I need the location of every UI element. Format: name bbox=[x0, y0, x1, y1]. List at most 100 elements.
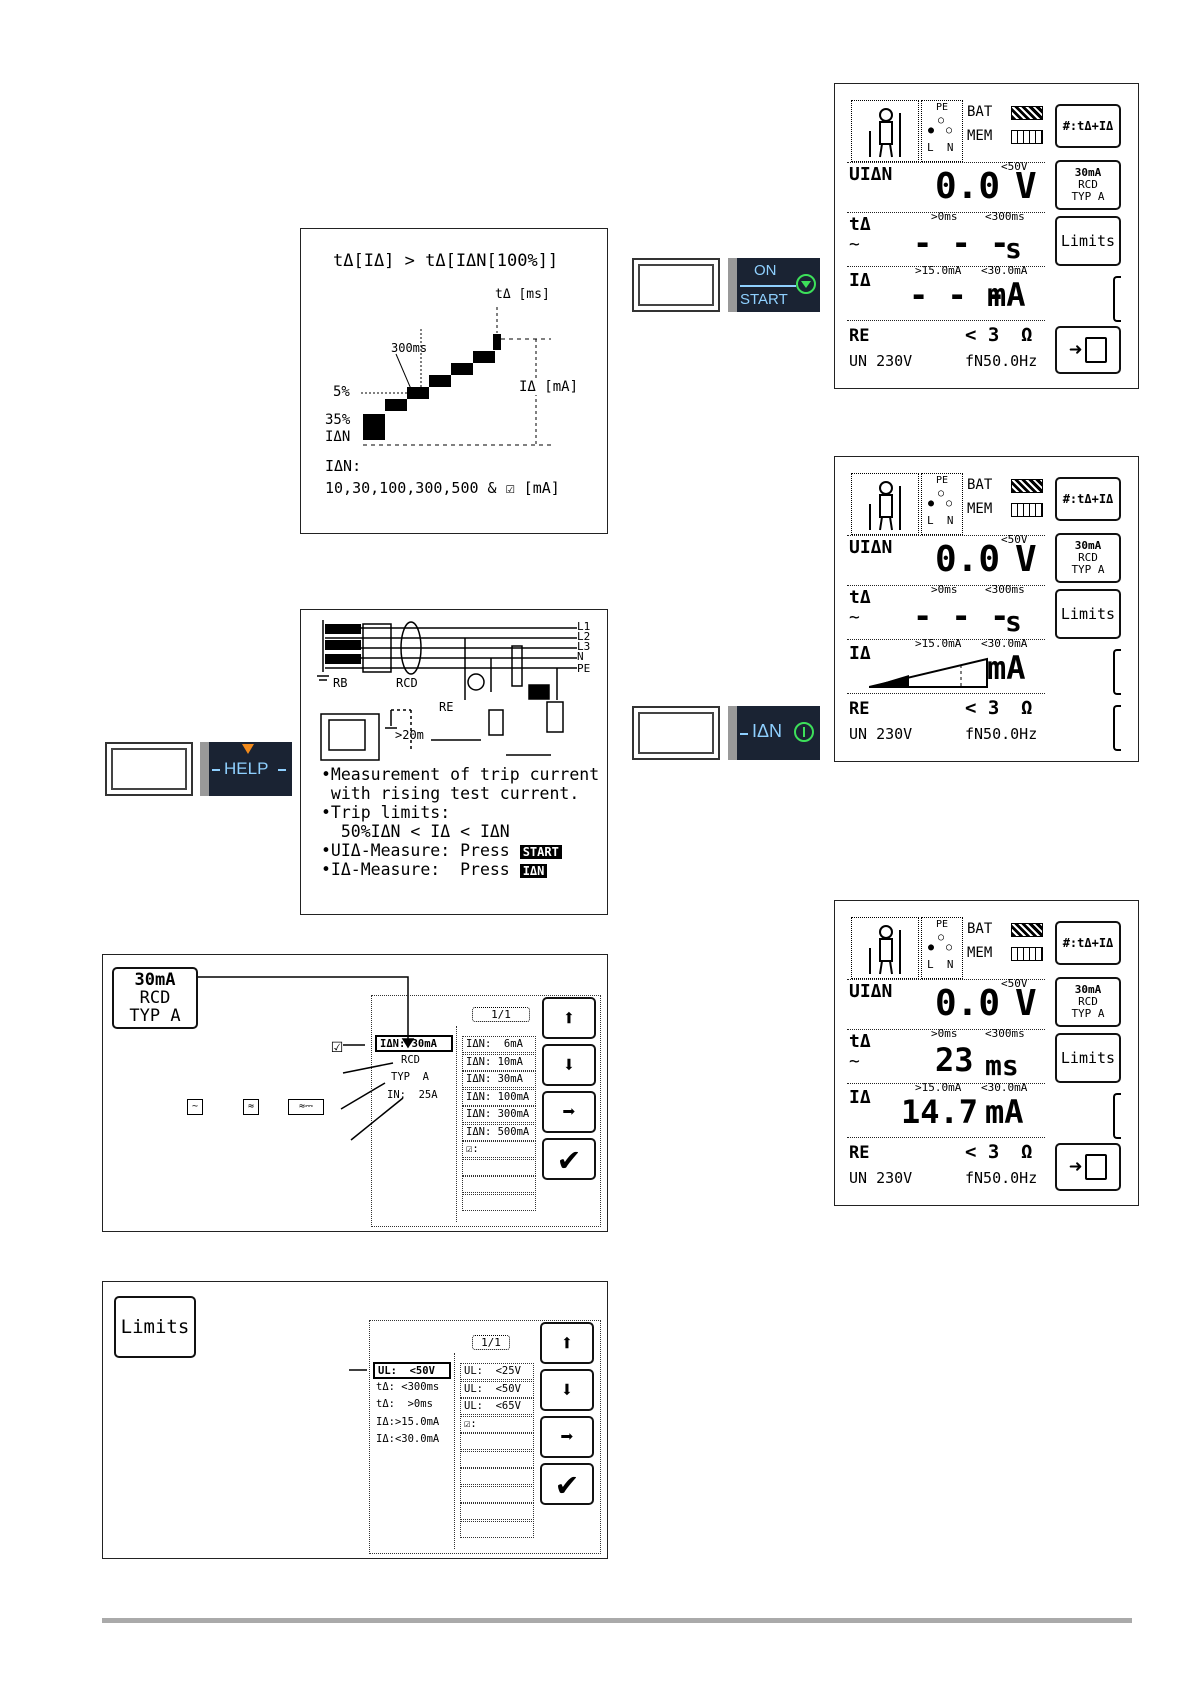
option-list-item[interactable] bbox=[460, 1433, 534, 1450]
rcd-left-item[interactable]: TYP A bbox=[391, 1071, 429, 1083]
start-hardware-key[interactable] bbox=[632, 258, 720, 312]
rcd-softkey[interactable]: 30mA RCD TYP A bbox=[1055, 160, 1121, 210]
ia-limit-min: >15.0mA bbox=[915, 264, 962, 277]
uian-label: UIΔN bbox=[849, 164, 893, 185]
uian-limit: <50V bbox=[1001, 160, 1028, 173]
person-icon-box bbox=[851, 917, 919, 979]
option-list-item[interactable]: IΔN: 10mA bbox=[462, 1053, 536, 1071]
option-list-item[interactable] bbox=[462, 1158, 536, 1176]
mem-label: MEM bbox=[967, 128, 993, 144]
current-unit: mA bbox=[985, 1093, 1024, 1131]
rcd-softkey-line1: 30mA bbox=[1074, 166, 1102, 179]
option-list-item[interactable] bbox=[460, 1468, 534, 1485]
option-list-item[interactable] bbox=[460, 1485, 534, 1503]
limits-left-item[interactable]: IΔ:<30.0mA bbox=[376, 1433, 440, 1445]
pe-label: PE bbox=[936, 919, 949, 930]
option-list-item[interactable] bbox=[462, 1176, 536, 1193]
disk-icon bbox=[1085, 1154, 1108, 1180]
limits-left-item[interactable]: tΔ: <300ms bbox=[376, 1381, 440, 1393]
person-icon bbox=[869, 108, 901, 158]
re-label: RE bbox=[849, 699, 870, 719]
option-list-item[interactable]: IΔN: 500mA bbox=[462, 1123, 536, 1141]
limits-softkey[interactable]: Limits bbox=[1055, 1033, 1121, 1083]
ta-ia-softkey[interactable]: #:tΔ+IΔ bbox=[1055, 104, 1121, 148]
limits-softkey[interactable]: Limits bbox=[1055, 589, 1121, 639]
limits-connector bbox=[349, 1369, 367, 1371]
rcd-softkey[interactable]: 30mA RCD TYP A bbox=[1055, 533, 1121, 583]
option-list-item[interactable] bbox=[462, 1193, 536, 1211]
help-line-3: •Trip limits: bbox=[321, 803, 451, 822]
trip-current-diagram: tΔ[IΔ] > tΔ[IΔN[100%]] tΔ [ms] 300ms 5% … bbox=[300, 228, 608, 534]
help-line-1: •Measurement of trip current bbox=[321, 765, 600, 784]
circuit-diagram bbox=[317, 620, 577, 761]
bat-label: BAT bbox=[967, 104, 993, 120]
label-pe: PE bbox=[577, 662, 591, 675]
label-5-percent: 5% bbox=[333, 384, 350, 400]
person-icon bbox=[869, 481, 901, 531]
save-softkey[interactable]: ➜ bbox=[1055, 1143, 1121, 1191]
down-button[interactable]: ⬇ bbox=[542, 1044, 596, 1086]
option-list-item[interactable]: ☑: bbox=[462, 1141, 536, 1158]
ia-ma-label: IΔ [mA] bbox=[519, 379, 579, 395]
device-display-idle: PE ○ ● ○ L N BAT MEM #:tΔ+IΔ UIΔN <50V 0… bbox=[834, 83, 1139, 389]
option-list-item[interactable]: UL: <65V bbox=[460, 1398, 534, 1415]
option-list-item[interactable]: IΔN: 100mA bbox=[462, 1088, 536, 1106]
limits-softkey[interactable]: Limits bbox=[1055, 216, 1121, 266]
fn-label: fN50.0Hz bbox=[965, 1169, 1038, 1187]
mem-label: MEM bbox=[967, 945, 993, 961]
re-value: < 3 bbox=[965, 697, 1000, 719]
diagram-formula: tΔ[IΔ] > tΔ[IΔN[100%]] bbox=[333, 251, 559, 271]
help-key-text: HELP bbox=[224, 759, 269, 778]
ian-key-text: IΔN bbox=[752, 721, 783, 741]
option-list-item[interactable]: ☑: bbox=[460, 1415, 534, 1433]
rcd-left-item[interactable]: IΔN: 30mA bbox=[375, 1035, 453, 1052]
ta-ia-softkey[interactable]: #:tΔ+IΔ bbox=[1055, 477, 1121, 521]
ian-values-label: IΔN: bbox=[325, 457, 362, 475]
voltage-unit: V bbox=[1015, 539, 1037, 580]
limits-left-item[interactable]: IΔ:>15.0mA bbox=[376, 1416, 440, 1428]
save-softkey[interactable]: ➜ bbox=[1055, 326, 1121, 374]
help-screen: L1 L2 L3 N PE RB RCD RE >20m •Measuremen… bbox=[300, 609, 608, 915]
limits-left-item[interactable]: tΔ: >0ms bbox=[376, 1398, 433, 1410]
check-icon: ✔ bbox=[558, 1139, 580, 1179]
confirm-button[interactable]: ✔ bbox=[542, 1138, 596, 1180]
ln-label: L N bbox=[927, 958, 954, 971]
pe-label: PE bbox=[936, 102, 949, 113]
memory-bar-icon bbox=[1011, 130, 1043, 144]
un-label: UN 230V bbox=[849, 1169, 913, 1187]
ian-hardware-key[interactable] bbox=[632, 706, 720, 760]
ta-limit-max: <300ms bbox=[985, 1027, 1025, 1040]
option-list-item[interactable] bbox=[460, 1503, 534, 1520]
limits-left-item[interactable]: UL: <50V bbox=[373, 1362, 451, 1379]
up-button[interactable]: ⬆ bbox=[540, 1322, 594, 1364]
option-list-item[interactable]: IΔN: 30mA bbox=[462, 1071, 536, 1088]
option-list-item[interactable]: UL: <25V bbox=[460, 1363, 534, 1380]
person-icon-box bbox=[851, 473, 919, 535]
rcd-softkey[interactable]: 30mA RCD TYP A bbox=[1055, 977, 1121, 1027]
confirm-button[interactable]: ✔ bbox=[540, 1463, 594, 1505]
rcd-badge[interactable]: 30mA RCD TYP A bbox=[112, 967, 198, 1029]
option-list-item[interactable] bbox=[460, 1450, 534, 1468]
rcd-softkey-line1: 30mA bbox=[1074, 539, 1102, 552]
label-l1: L1 bbox=[577, 620, 591, 633]
limits-badge[interactable]: Limits bbox=[114, 1296, 196, 1358]
start-key-label: ON START bbox=[728, 258, 820, 312]
up-button[interactable]: ⬆ bbox=[542, 997, 596, 1039]
option-list-item[interactable] bbox=[460, 1520, 534, 1538]
option-list-item[interactable]: IΔN: 6mA bbox=[462, 1036, 536, 1053]
symbol-b-icon: ≈⎓ bbox=[288, 1099, 324, 1115]
help-hardware-key[interactable] bbox=[105, 742, 193, 796]
save-arrow-icon: ➜ bbox=[1068, 337, 1083, 363]
down-button[interactable]: ⬇ bbox=[540, 1369, 594, 1411]
help-line-4: 50%IΔN < IΔ < IΔN bbox=[321, 822, 510, 841]
option-list-item[interactable]: UL: <50V bbox=[460, 1380, 534, 1398]
pe-ln-icon: PE ○ ● ○ L N bbox=[921, 473, 963, 535]
right-button[interactable]: ➡ bbox=[542, 1091, 596, 1133]
right-button[interactable]: ➡ bbox=[540, 1416, 594, 1458]
rcd-left-item[interactable]: RCD bbox=[401, 1054, 420, 1066]
rcd-left-item[interactable]: IN: 25A bbox=[387, 1089, 438, 1101]
option-list-item[interactable]: IΔN: 300mA bbox=[462, 1106, 536, 1123]
ta-ia-softkey[interactable]: #:tΔ+IΔ bbox=[1055, 921, 1121, 965]
rcd-softkey-line1: 30mA bbox=[1074, 983, 1102, 996]
start-text: START bbox=[740, 291, 788, 308]
